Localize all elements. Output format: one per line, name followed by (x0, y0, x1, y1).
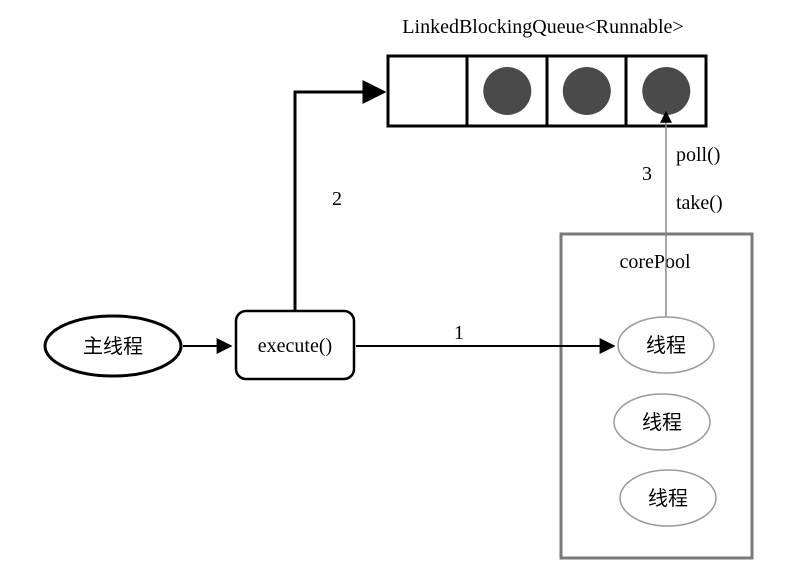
main-thread-label: 主线程 (83, 335, 143, 358)
thread-label: 线程 (642, 411, 682, 434)
poll-label: poll() (676, 144, 720, 166)
main-thread-node (43, 314, 183, 378)
thread-label: 线程 (648, 487, 688, 510)
queued-task (642, 67, 691, 115)
step-2-label: 2 (332, 188, 342, 210)
edge-execute-to-queue (293, 80, 387, 310)
execute-label: execute() (258, 335, 332, 357)
core-pool-label: corePool (619, 251, 691, 273)
thread-node (617, 316, 715, 374)
take-label: take() (676, 192, 723, 214)
queue-label: LinkedBlockingQueue<Runnable> (402, 16, 683, 38)
thread-node (619, 469, 717, 527)
execute-node (234, 309, 356, 381)
thread-label: 线程 (646, 334, 686, 357)
queued-task (562, 67, 611, 115)
queue-box (386, 54, 708, 128)
step-3-label: 3 (642, 163, 652, 185)
thread-node (613, 393, 711, 451)
queued-task (483, 67, 532, 115)
step-1-label: 1 (454, 322, 464, 344)
